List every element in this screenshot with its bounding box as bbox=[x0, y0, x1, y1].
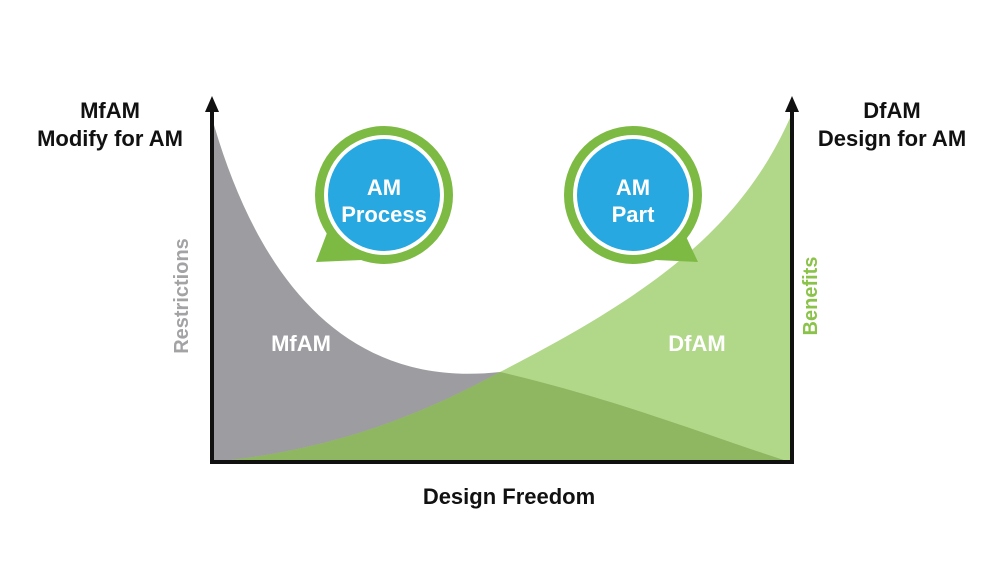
left-axis-label: Restrictions bbox=[171, 238, 193, 354]
restrictions-region bbox=[212, 118, 790, 462]
left-axis-arrow bbox=[205, 96, 219, 112]
right-axis-arrow bbox=[785, 96, 799, 112]
right-title-line1: DfAM bbox=[863, 98, 920, 123]
left-title-line2: Modify for AM bbox=[37, 126, 183, 151]
bubble-left-line1: AM bbox=[367, 175, 401, 200]
benefits-region bbox=[212, 118, 790, 462]
x-axis-label: Design Freedom bbox=[423, 484, 595, 509]
overlap-region bbox=[212, 372, 790, 462]
bubble-right-line2: Part bbox=[612, 202, 655, 227]
bubble-core-right bbox=[577, 139, 689, 251]
bubble-left-line2: Process bbox=[341, 202, 427, 227]
axes bbox=[205, 96, 799, 464]
right-title-line2: Design for AM bbox=[818, 126, 966, 151]
bubble-am-process: AM Process bbox=[315, 126, 453, 264]
left-title-line1: MfAM bbox=[80, 98, 140, 123]
region-label-right: DfAM bbox=[668, 331, 725, 356]
bubble-core-left bbox=[328, 139, 440, 251]
region-label-left: MfAM bbox=[271, 331, 331, 356]
right-axis-label: Benefits bbox=[800, 257, 822, 336]
bubble-am-part: AM Part bbox=[564, 126, 702, 264]
bubble-right-line1: AM bbox=[616, 175, 650, 200]
